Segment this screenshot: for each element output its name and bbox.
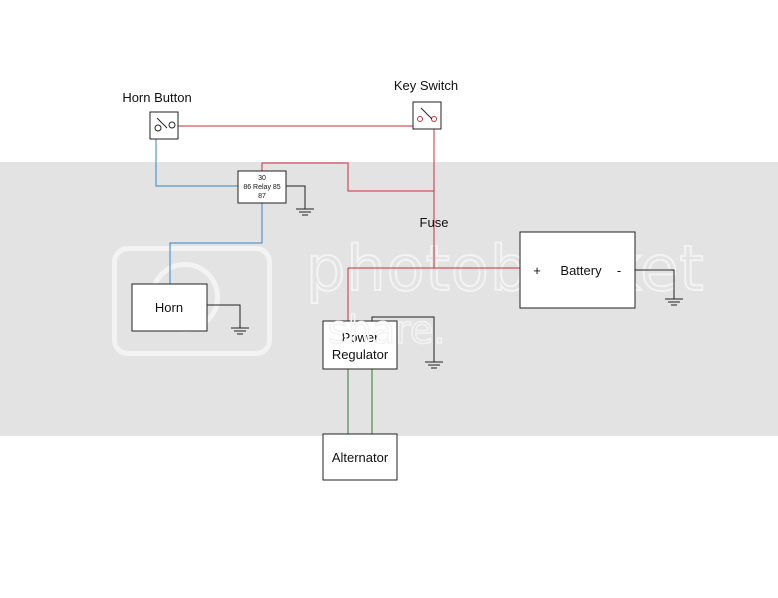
fuse-label: Fuse xyxy=(420,215,449,230)
wire-relay-to-horn xyxy=(169,203,263,284)
key-switch xyxy=(412,101,442,130)
relay-pin-label: 86 Relay 85 xyxy=(243,184,280,191)
relay: 30 86 Relay 85 87 xyxy=(237,170,287,204)
horn-button-label: Horn Button xyxy=(122,90,191,105)
ground-symbol-relay xyxy=(296,208,314,216)
battery-minus-terminal: - xyxy=(617,263,621,278)
wire-battery-ground xyxy=(635,269,675,299)
wire-horn-button-to-relay xyxy=(155,138,238,187)
battery-label: Battery xyxy=(560,263,602,278)
watermark-subtext: share. xyxy=(327,307,446,353)
battery-plus-terminal: + xyxy=(533,263,541,278)
battery: + Battery - xyxy=(519,231,636,309)
key-switch-label: Key Switch xyxy=(394,78,458,93)
ground-symbol-regulator xyxy=(425,361,443,369)
power-regulator-label-line2: Regulator xyxy=(332,347,389,362)
horn: Horn xyxy=(131,283,208,332)
alternator: Alternator xyxy=(322,433,398,481)
power-regulator: Power Regulator xyxy=(322,320,398,370)
watermark-band xyxy=(0,162,778,436)
watermark-camera-icon xyxy=(112,246,272,356)
wire-relay-30-feed xyxy=(261,162,434,192)
wire-horn-ground xyxy=(207,304,241,328)
wire-relay-ground xyxy=(286,185,306,209)
horn-button-switch xyxy=(149,111,179,140)
wire-regulator-ground xyxy=(371,316,435,362)
relay-pin-87: 87 xyxy=(258,193,266,200)
power-regulator-label-line1: Power xyxy=(342,330,380,345)
horn-label: Horn xyxy=(155,300,183,315)
ground-symbol-battery xyxy=(665,298,683,306)
relay-pin-30: 30 xyxy=(258,175,266,182)
alternator-label: Alternator xyxy=(332,450,389,465)
ground-symbol-horn xyxy=(231,327,249,335)
